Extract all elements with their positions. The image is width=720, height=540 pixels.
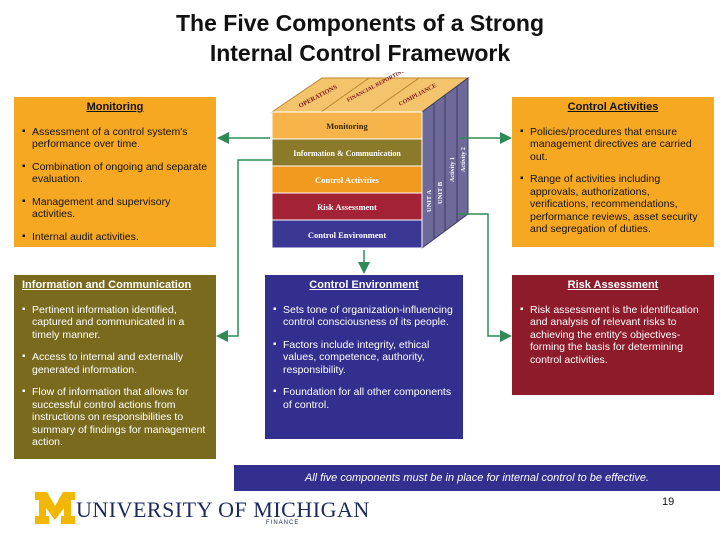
control-activities-box: Control Activities Policies/procedures t… xyxy=(512,97,714,247)
title-line-1: The Five Components of a Strong xyxy=(175,10,544,36)
footer-banner: All five components must be in place for… xyxy=(234,465,720,491)
cube-layer-label: Control Environment xyxy=(308,230,386,240)
list-item: Risk assessment is the identification an… xyxy=(520,304,706,367)
cube-layer-label: Control Activities xyxy=(315,175,380,185)
logo-sub: FINANCE xyxy=(266,520,300,526)
control-environment-list: Sets tone of organization-influencing co… xyxy=(273,304,455,412)
title-line-2: Internal Control Framework xyxy=(209,40,511,66)
list-item: Combination of ongoing and separate eval… xyxy=(22,161,208,186)
list-item: Internal audit activities. xyxy=(22,231,208,244)
cube-top-divider xyxy=(370,77,420,113)
page-number: 19 xyxy=(662,496,675,508)
risk-assessment-box: Risk Assessment Risk assessment is the i… xyxy=(512,275,714,395)
cube-layer-label: Information & Communication xyxy=(293,149,401,158)
cube-layer-label: Risk Assessment xyxy=(317,202,377,212)
cube-side-label: Activity 1 xyxy=(450,157,456,182)
list-item: Access to internal and externally genera… xyxy=(22,351,208,376)
list-item: Pertinent information identified, captur… xyxy=(22,304,208,342)
monitoring-heading: Monitoring xyxy=(86,101,144,113)
list-item: Factors include integrity, ethical value… xyxy=(273,339,455,377)
logo-name: UNIVERSITY OF MICHIGAN xyxy=(76,497,370,522)
control-activities-heading: Control Activities xyxy=(567,101,659,113)
cube-layer-label: Monitoring xyxy=(326,121,368,131)
risk-assessment-heading: Risk Assessment xyxy=(567,279,659,291)
page-title: The Five Components of a Strong Internal… xyxy=(0,8,720,68)
information-communication-list: Pertinent information identified, captur… xyxy=(22,304,208,449)
cube-layer-control-activities xyxy=(271,165,423,194)
information-communication-box: Information and Communication Pertinent … xyxy=(14,275,216,459)
university-logo xyxy=(35,492,75,524)
list-item: Management and supervisory activities. xyxy=(22,196,208,221)
risk-assessment-list: Risk assessment is the identification an… xyxy=(520,304,706,367)
coso-cube-diagram: Monitoring Information & Communication C… xyxy=(270,72,470,249)
cube-top-divider xyxy=(320,77,370,113)
cube-layer-risk-assessment xyxy=(271,192,423,221)
list-item: Flow of information that allows for succ… xyxy=(22,386,208,449)
list-item: Foundation for all other components of c… xyxy=(273,386,455,411)
monitoring-list: Assessment of a control system's perform… xyxy=(22,126,208,244)
cube-side-label: Activity 2 xyxy=(461,147,467,172)
list-item: Range of activities including approvals,… xyxy=(520,173,706,236)
list-item: Sets tone of organization-influencing co… xyxy=(273,304,455,329)
cube-side-label: UNIT B xyxy=(437,181,444,204)
cube-side-label: UNIT A xyxy=(426,190,433,212)
cube-layer-control-environment xyxy=(271,219,423,249)
information-communication-heading: Information and Communication xyxy=(22,279,192,291)
list-item: Assessment of a control system's perform… xyxy=(22,126,208,151)
block-m-icon xyxy=(35,492,75,524)
control-activities-list: Policies/procedures that ensure manageme… xyxy=(520,126,706,236)
list-item: Policies/procedures that ensure manageme… xyxy=(520,126,706,164)
control-environment-heading: Control Environment xyxy=(309,279,419,291)
cube-layer-monitoring xyxy=(271,111,423,140)
cube-layer-information-communication xyxy=(271,138,423,167)
monitoring-box: Monitoring Assessment of a control syste… xyxy=(14,97,216,247)
control-environment-box: Control Environment Sets tone of organiz… xyxy=(265,275,463,439)
